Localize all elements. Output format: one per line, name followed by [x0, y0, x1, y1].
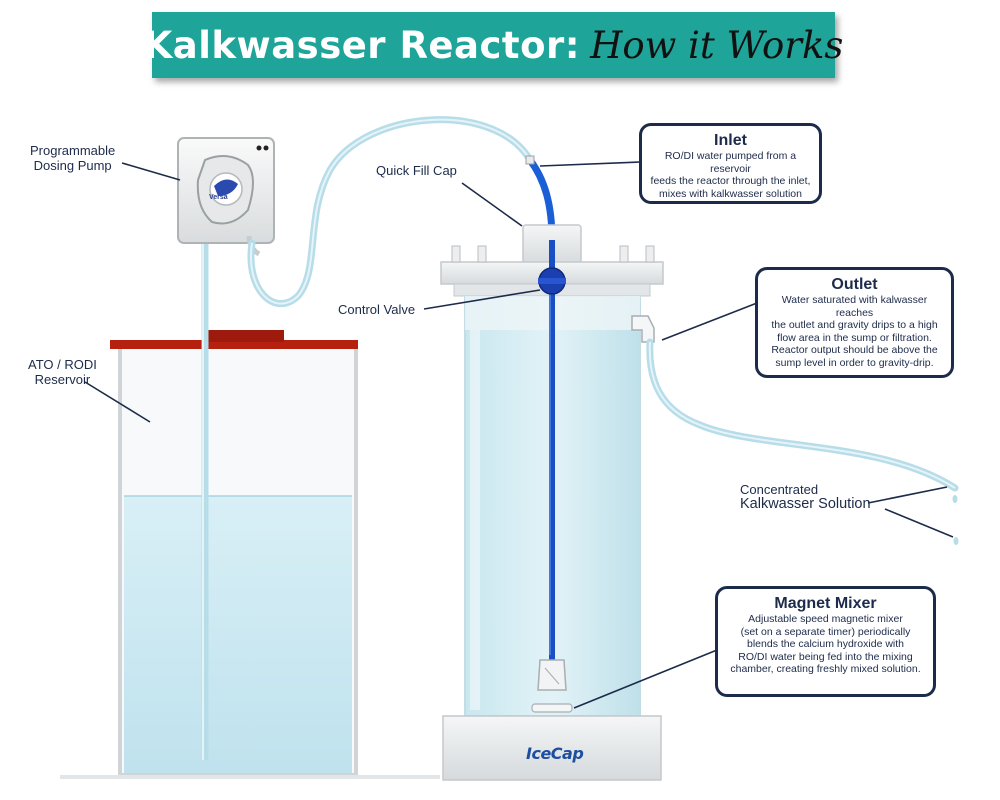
control-valve-handle	[538, 278, 566, 284]
label-solution-line2: Kalkwasser Solution	[740, 496, 871, 512]
leader-outlet	[661, 302, 758, 341]
title-banner: Kalkwasser Reactor: How it Works	[144, 12, 843, 78]
title-subtitle: How it Works	[590, 23, 844, 67]
leader-inlet	[539, 161, 641, 167]
pump-led-icon	[256, 145, 262, 151]
outlet-tube-highlight	[648, 341, 956, 489]
icecap-logo: IceCap	[526, 744, 584, 763]
tube-bottom-fitting	[537, 659, 567, 691]
label-control-valve: Control Valve	[338, 302, 416, 317]
title-main: Kalkwasser Reactor:	[143, 23, 581, 67]
leader-solution-lower	[884, 508, 954, 538]
callout-magnet-mixer-title: Magnet Mixer	[774, 595, 877, 612]
reservoir-lid	[110, 340, 358, 349]
leader-magnet-mixer	[573, 649, 718, 709]
lid-bolt	[619, 245, 629, 263]
leader-quick-fill-cap	[461, 182, 523, 227]
dosing-pump	[177, 137, 275, 257]
leader-solution-upper	[867, 486, 948, 504]
pump-led-icon	[263, 145, 269, 151]
label-reservoir: ATO / RODI Reservoir	[28, 357, 97, 387]
callout-inlet-body: RO/DI water pumped from a reservoir feed…	[650, 150, 811, 200]
lid-bolt	[645, 245, 655, 263]
callout-inlet-title: Inlet	[714, 132, 747, 149]
pump-logo-icon	[214, 179, 238, 196]
magnet-mixer-bar	[531, 703, 573, 713]
reservoir	[60, 330, 440, 779]
leader-dosing-pump	[121, 162, 181, 181]
label-dosing-pump: Programmable Dosing Pump	[30, 143, 116, 173]
reactor-highlight	[470, 330, 480, 710]
leader-reservoir	[84, 381, 151, 423]
reservoir-water	[124, 496, 352, 773]
drip-drop-icon	[952, 495, 958, 503]
reactor-base	[442, 715, 662, 781]
label-quick-fill-cap: Quick Fill Cap	[376, 163, 457, 178]
callout-outlet-body: Water saturated with kalwasser reaches t…	[771, 294, 938, 369]
pump-brand-logo: Versa	[209, 194, 228, 201]
label-solution-line1: Concentrated	[740, 482, 819, 497]
inlet-fitting	[525, 155, 535, 165]
reservoir-lid-cap	[202, 330, 284, 342]
reactor	[440, 224, 664, 781]
callout-magnet-mixer: Magnet Mixer Adjustable speed magnetic m…	[715, 586, 936, 697]
leader-control-valve	[423, 289, 541, 310]
supply-tube-highlight	[249, 118, 531, 305]
lid-bolt	[451, 245, 461, 263]
lid-bolt	[477, 245, 487, 263]
callout-outlet-title: Outlet	[831, 276, 878, 293]
callout-outlet: Outlet Water saturated with kalwasser re…	[755, 267, 954, 378]
tube-bottom-fitting-detail	[544, 667, 560, 685]
callout-inlet: Inlet RO/DI water pumped from a reservoi…	[639, 123, 822, 204]
callout-magnet-mixer-body: Adjustable speed magnetic mixer (set on …	[730, 613, 921, 675]
drip-drop-icon	[953, 537, 959, 545]
